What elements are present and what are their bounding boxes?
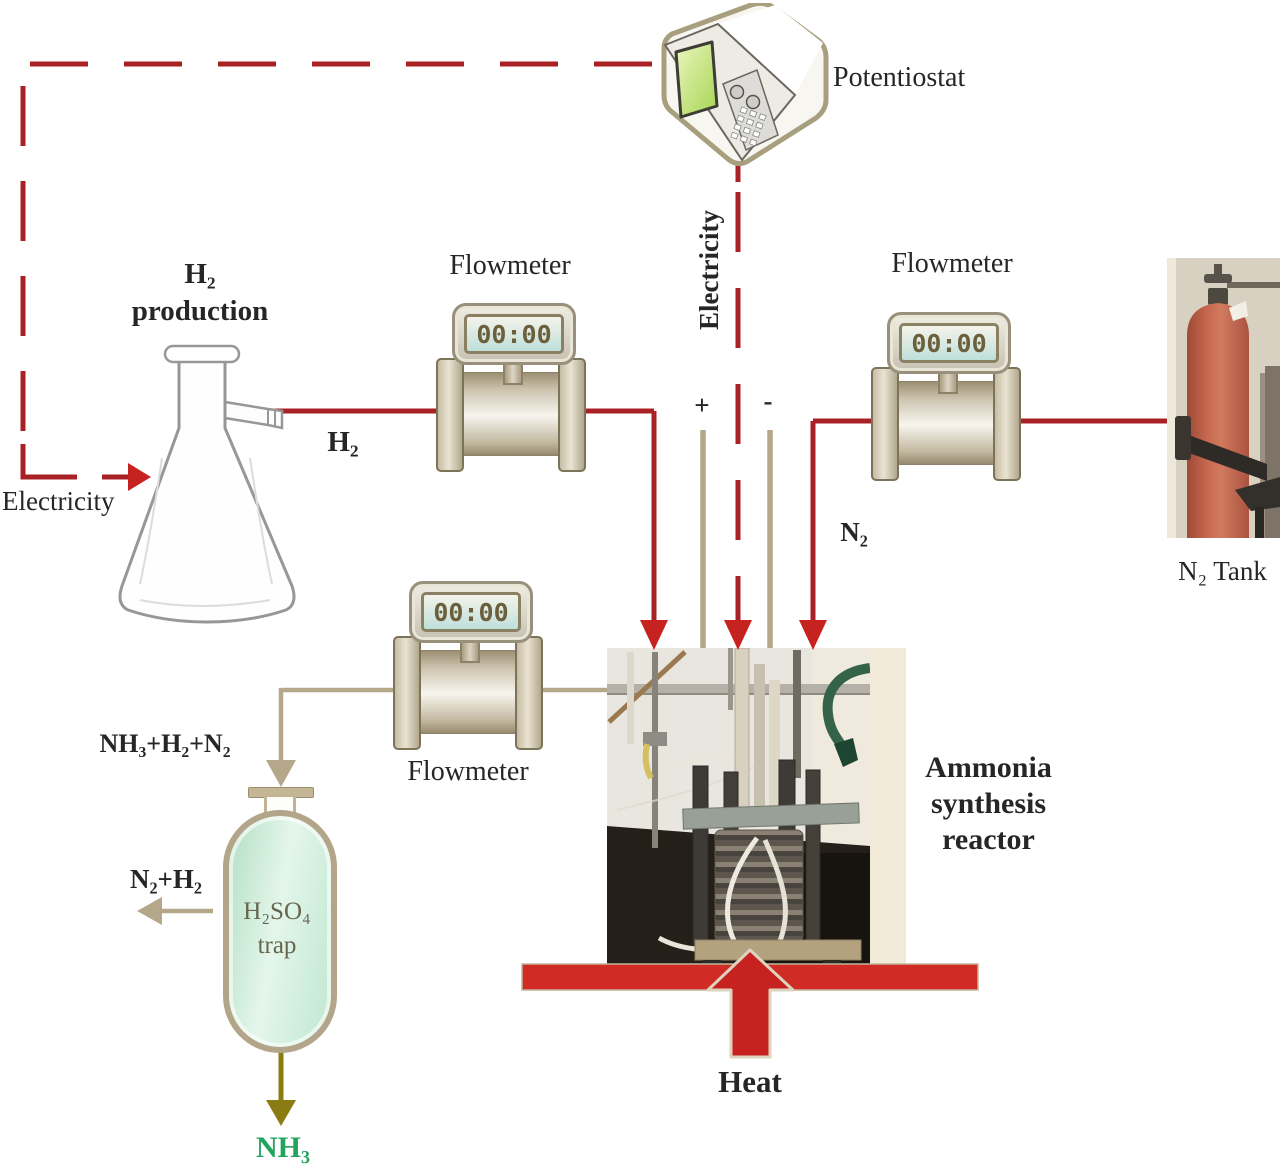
h2-inlet-arrowhead-icon [640,620,668,650]
flowmeter-screen: 00:00 [421,592,521,632]
heat-arrow-icon [706,948,795,1059]
flask-rim [163,344,241,364]
flowmeter-product-icon: 00:00 [393,581,543,750]
reactor-photo [607,648,870,968]
flowmeter-n2-label: Flowmeter [891,248,1013,279]
flowmeter-h2-icon: 00:00 [436,303,586,472]
flowmeter-n2-icon: 00:00 [871,312,1021,481]
h2-production-line1: H₂ [184,258,216,290]
flask-body [118,360,296,624]
potentiostat-knob-icon [745,94,761,110]
n2-tank-photo [1167,258,1280,538]
trap-vessel [223,810,337,1053]
flowmeter-flange [436,358,464,472]
trap-label-line2: trap [257,932,297,959]
flowmeter-product-label: Flowmeter [407,756,529,787]
flask-side-arm-ridges [267,409,276,426]
electricity-center-label: Electricity [694,210,724,330]
flowmeter-h2-label: Flowmeter [449,250,571,281]
electricity-inlet-arrowhead-icon [724,620,752,650]
electricity-arrowhead-icon [128,463,151,491]
flowmeter-reading: 00:00 [911,328,987,358]
reactor-label-line3: reactor [942,823,1035,856]
potentiostat-top-face [718,5,823,95]
reactor-label-line2: synthesis [930,787,1047,820]
flowmeter-reading: 00:00 [433,597,509,627]
potentiostat-label: Potentiostat [833,62,966,93]
flowmeter-body [457,372,567,456]
electricity-left-corner-line [20,444,77,480]
reactor-label-line1: Ammonia [925,751,1052,784]
potentiostat-screen [674,40,719,119]
h2-production-label: H₂ production [90,256,310,330]
flowmeter-flange [515,636,543,750]
cathode-minus-label: - [763,386,773,416]
flowmeter-reading: 00:00 [476,319,552,349]
anode-plus-label: + [694,390,710,420]
product-arrowhead-icon [266,760,296,787]
flowmeter-flange [393,636,421,750]
nh3-arrowhead-icon [266,1100,296,1126]
n2-tank-label: N₂ Tank [1178,556,1267,586]
h2so4-trap-icon: H₂SO₄ trap [218,782,342,1060]
potentiostat-buttons [730,106,767,147]
flowmeter-screen: 00:00 [464,314,564,354]
flowmeter-display: 00:00 [452,303,576,365]
trap-label-line1: H₂SO₄ [243,898,311,925]
h2-stream-label: H₂ [327,426,359,458]
potentiostat-device-icon [661,3,829,167]
flask-glass-highlights [139,457,273,607]
flowmeter-body [892,381,1002,465]
flowmeter-display: 00:00 [409,581,533,643]
flowmeter-screen: 00:00 [899,323,999,363]
heat-label: Heat [718,1064,782,1099]
flowmeter-flange [558,358,586,472]
nh3-label: NH₃ [256,1131,310,1164]
product-mix-label: NH₃+H₂+N₂ [99,729,231,758]
reactor-photo-band [870,648,906,968]
electricity-left-label: Electricity [2,486,115,516]
offgas-label: N₂+H₂ [129,864,203,894]
flowmeter-flange [871,367,899,481]
erlenmeyer-flask-icon [118,344,296,624]
reactor-label: Ammonia synthesis reactor [906,750,1071,858]
offgas-arrowhead-icon [137,897,162,925]
n2-inlet-arrowhead-icon [799,620,827,650]
flowmeter-flange [993,367,1021,481]
h2-production-line2: production [131,295,269,327]
potentiostat-knob-icon [729,84,745,100]
n2-stream-label: N₂ [840,517,868,547]
flowmeter-display: 00:00 [887,312,1011,374]
